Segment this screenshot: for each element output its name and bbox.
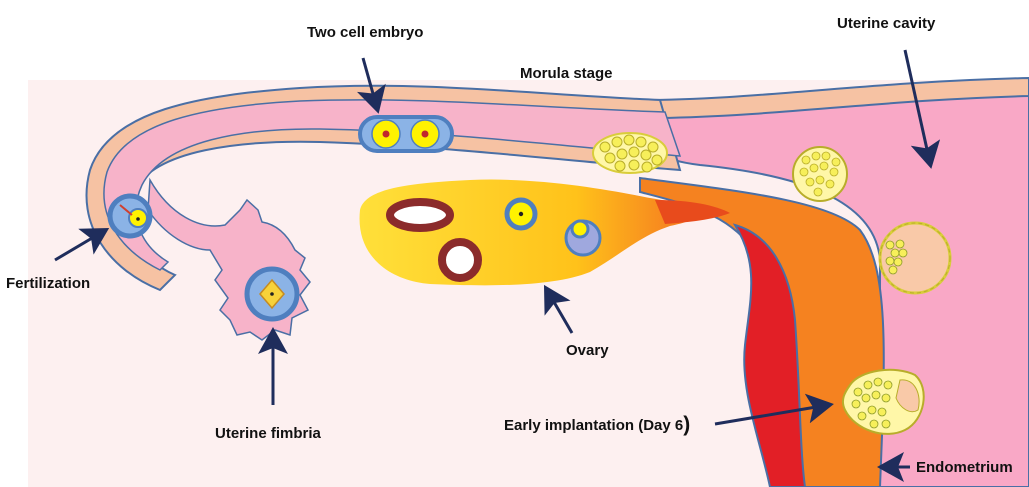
label-fertilization: Fertilization [6,276,90,291]
hatching-blastocyst-icon [880,223,950,293]
zygote-icon [110,196,150,236]
label-morula-stage: Morula stage [520,66,613,81]
blastocyst-icon [793,147,847,201]
label-early-implantation: Early implantation (Day 6) [504,414,690,435]
oocyte-fimbria-icon [247,269,297,319]
label-uterine-fimbria: Uterine fimbria [215,426,321,441]
label-endometrium: Endometrium [916,460,1013,475]
label-uterine-cavity: Uterine cavity [837,16,935,31]
label-early-implantation-paren: ) [683,413,690,436]
oocyte-icon [507,200,535,228]
follicle-icon [442,242,478,278]
two-cell-embryo-icon [360,117,452,151]
label-early-implantation-text: Early implantation (Day 6 [504,417,683,434]
ovulating-follicle-icon [566,221,600,255]
morula-icon [593,133,667,173]
label-ovary: Ovary [566,343,609,358]
follicle-icon [390,202,450,228]
label-two-cell-embryo: Two cell embryo [307,25,423,40]
